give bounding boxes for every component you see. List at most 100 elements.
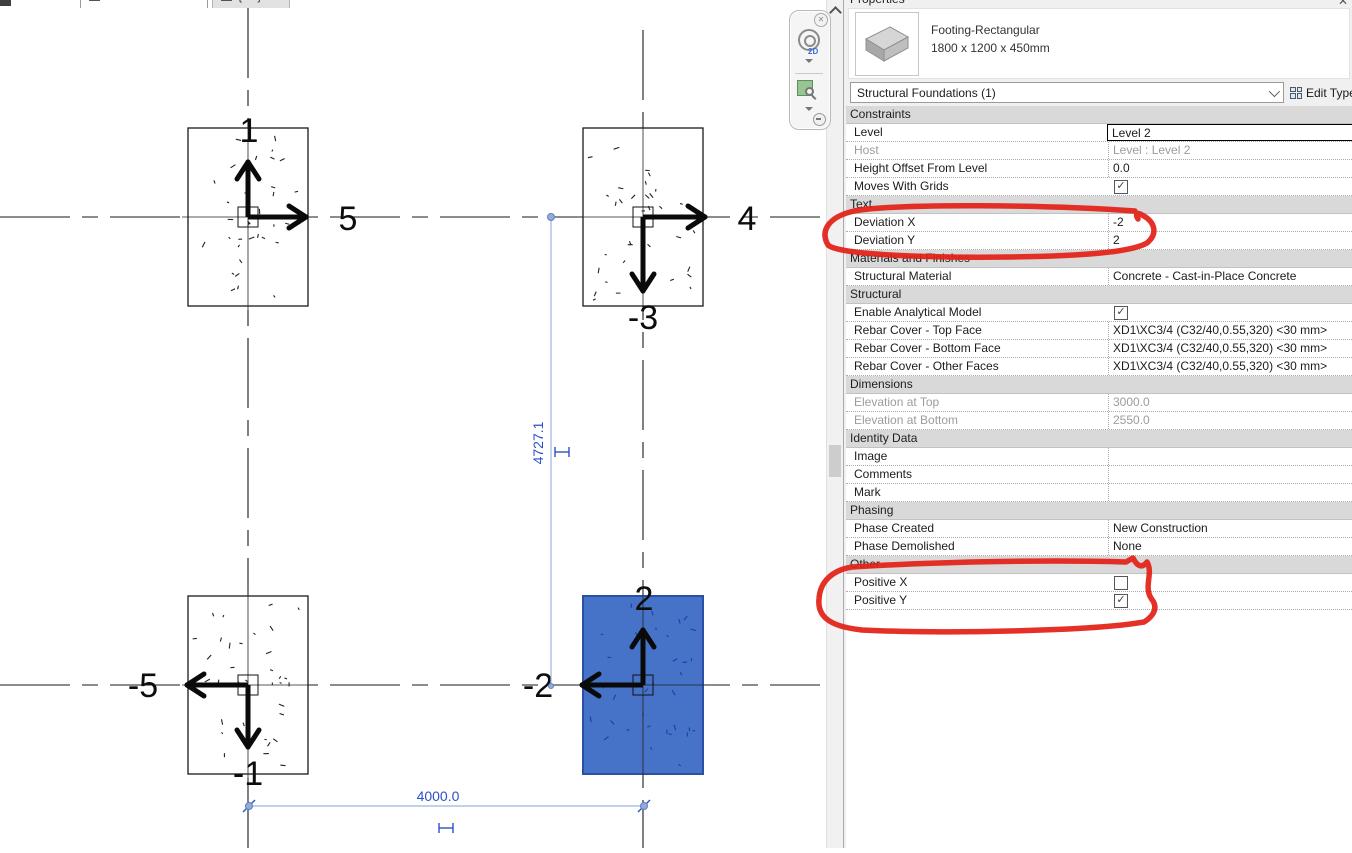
wheel-options-caret-icon[interactable] (805, 59, 813, 63)
property-row-moves-with-grids: Moves With Grids ✓ (846, 178, 1352, 196)
property-value-comments[interactable] (1108, 466, 1352, 483)
dimension-reference-dot[interactable] (246, 803, 253, 810)
property-label: Structural (850, 286, 901, 303)
deviation-label-bottom-left-left: -5 (128, 667, 158, 705)
property-label: Comments (854, 466, 912, 483)
deviation-label-top-right-right: 4 (738, 200, 757, 238)
property-value-elevation-at-bottom[interactable]: 2550.0 (1108, 412, 1352, 429)
property-label: Mark (854, 484, 881, 501)
property-value-rebar-cover-bottom-face[interactable]: XD1\XC3/4 (C32/40,0.55,320) <30 mm> (1108, 340, 1352, 357)
navbar-divider (795, 73, 823, 74)
edit-type-label: Edit Type (1306, 86, 1352, 100)
view-tab-bar: Level 2 ✕ {3D} (0, 0, 842, 8)
properties-close-icon[interactable]: ✕ (1338, 0, 1348, 6)
type-preview: Footing-Rectangular 1800 x 1200 x 450mm (848, 8, 1350, 79)
stipple-mark (280, 765, 285, 766)
navbar-close-icon[interactable]: ✕ (814, 13, 828, 27)
view-tab-3d[interactable]: {3D} (212, 0, 290, 8)
properties-panel-title: Properties ✕ (844, 0, 1352, 6)
property-row-host: Host Level : Level 2 (846, 142, 1352, 160)
property-value-image[interactable] (1108, 448, 1352, 465)
type-selector-dropdown[interactable]: Structural Foundations (1) (850, 82, 1284, 103)
property-group-identity-data: Identity Data (846, 430, 1352, 448)
property-value-height-offset-from-level[interactable]: 0.0 (1108, 160, 1352, 177)
dimension-value-vertical[interactable]: 4727.1 (530, 421, 546, 464)
property-value-rebar-cover-other-faces[interactable]: XD1\XC3/4 (C32/40,0.55,320) <30 mm> (1108, 358, 1352, 375)
deviation-label-top-left-right: 5 (339, 200, 358, 238)
property-label: Host (854, 142, 879, 159)
property-label: Phasing (850, 502, 893, 519)
stipple-mark (689, 728, 690, 731)
scroll-up-icon[interactable] (829, 6, 842, 19)
close-tab-icon[interactable]: ✕ (191, 0, 199, 1)
dimension-reference-dot[interactable] (641, 803, 648, 810)
view-tab-level-2[interactable]: Level 2 ✕ (80, 0, 208, 8)
scrollbar-thumb[interactable] (829, 445, 841, 477)
property-row-positive-y: Positive Y✓ (846, 592, 1352, 610)
stipple-mark (276, 242, 279, 243)
dimension-reference-dot[interactable] (549, 684, 554, 689)
property-value-elevation-at-top[interactable]: 3000.0 (1108, 394, 1352, 411)
checkbox-moves-with-grids[interactable]: ✓ (1114, 180, 1128, 194)
plan-view-icon (89, 0, 100, 1)
window-corner-chip (0, 0, 11, 6)
edit-type-button[interactable]: Edit Type (1290, 82, 1352, 103)
property-value-level[interactable]: Level 2 (1107, 124, 1352, 141)
stipple-mark (273, 192, 274, 196)
property-value-phase-demolished[interactable]: None (1108, 538, 1352, 555)
canvas-scrollbar[interactable] (826, 0, 843, 848)
property-row-deviation-x: Deviation X -2 (846, 214, 1352, 232)
deviation-label-bottom-left-down: -1 (233, 755, 263, 793)
property-value-phase-created[interactable]: New Construction (1108, 520, 1352, 537)
property-value-deviation-y[interactable]: 2 (1108, 232, 1352, 249)
property-label: Moves With Grids (854, 178, 949, 195)
property-value-host[interactable]: Level : Level 2 (1108, 142, 1352, 159)
property-label: Structural Material (854, 268, 951, 285)
property-value-structural-material[interactable]: Concrete - Cast-in-Place Concrete (1108, 268, 1352, 285)
property-value-mark[interactable] (1108, 484, 1352, 501)
deviation-label-top-right-down: -3 (628, 299, 658, 337)
navbar-collapse-icon[interactable] (813, 113, 826, 126)
property-row-structural-material: Structural Material Concrete - Cast-in-Pl… (846, 268, 1352, 286)
view-tab-label: {3D} (238, 0, 261, 3)
stipple-mark (229, 643, 230, 649)
property-label: Positive X (854, 574, 907, 591)
checkbox-enable-analytical-model[interactable]: ✓ (1114, 306, 1128, 320)
property-row-elevation-at-top: Elevation at Top 3000.0 (846, 394, 1352, 412)
type-thumbnail[interactable] (855, 12, 919, 76)
property-label: Materials and Finishes (850, 250, 970, 267)
property-label: Enable Analytical Model (854, 304, 981, 321)
property-row-mark: Mark (846, 484, 1352, 502)
3d-view-icon (221, 0, 232, 1)
checkbox-positive-y[interactable]: ✓ (1114, 594, 1128, 608)
property-label: Rebar Cover - Bottom Face (854, 340, 1001, 357)
property-label: Elevation at Top (854, 394, 939, 411)
property-group-dimensions: Dimensions (846, 376, 1352, 394)
property-row-rebar-cover-bottom-face: Rebar Cover - Bottom Face XD1\XC3/4 (C32/… (846, 340, 1352, 358)
steering-wheel-2d-badge: 2D (808, 47, 818, 56)
property-group-other: Other (846, 556, 1352, 574)
property-label: Text (850, 196, 872, 213)
checkbox-positive-x[interactable] (1114, 576, 1128, 590)
chevron-down-icon (1269, 85, 1280, 96)
type-size: 1800 x 1200 x 450mm (931, 41, 1050, 55)
property-row-image: Image (846, 448, 1352, 466)
property-value-deviation-x[interactable]: -2 (1108, 214, 1352, 231)
dimension-reference-dot[interactable] (548, 214, 555, 221)
navigation-bar: ✕ 2D (789, 10, 831, 130)
property-value-rebar-cover-top-face[interactable]: XD1\XC3/4 (C32/40,0.55,320) <30 mm> (1108, 322, 1352, 339)
property-label: Elevation at Bottom (854, 412, 958, 429)
property-label: Level (854, 124, 883, 141)
property-label: Height Offset From Level (854, 160, 987, 177)
dimension-value-horizontal[interactable]: 4000.0 (417, 788, 460, 804)
property-group-materials-and-finishes: Materials and Finishes (846, 250, 1352, 268)
property-label: Dimensions (850, 376, 913, 393)
property-label: Identity Data (850, 430, 917, 447)
edit-type-icon (1290, 87, 1302, 99)
zoom-options-caret-icon[interactable] (805, 107, 813, 111)
properties-panel: Properties ✕ Footing-Rectangular 1800 x … (842, 0, 1352, 848)
property-label: Deviation X (854, 214, 915, 231)
